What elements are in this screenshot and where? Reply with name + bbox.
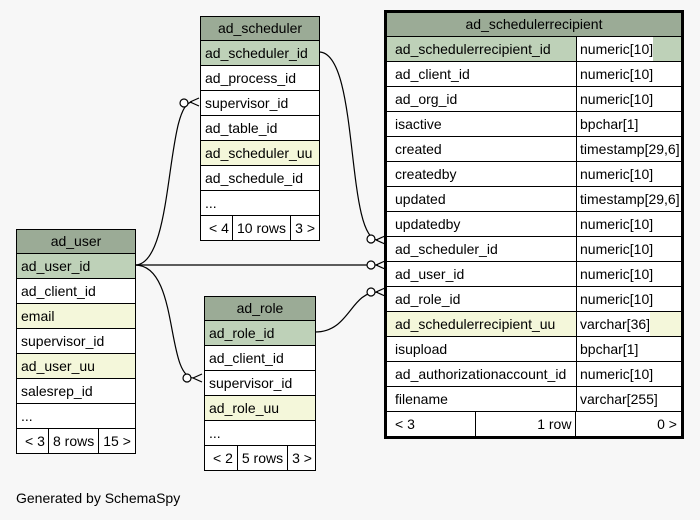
children-count[interactable]: 3 > — [295, 220, 315, 236]
column-row[interactable]: ad_client_id — [205, 346, 315, 371]
row-count: 1 row — [476, 412, 577, 436]
column-row[interactable]: supervisor_id — [205, 371, 315, 396]
column-row[interactable]: ad_user_uu — [17, 354, 135, 379]
table-footer: < 3 8 rows 15 > — [17, 429, 135, 453]
column-type: numeric[10] — [580, 216, 654, 232]
column-name: ad_schedulerrecipient_id — [391, 37, 577, 61]
column-row[interactable]: ad_schedule_id — [201, 166, 319, 191]
column-row[interactable]: ad_client_id — [17, 279, 135, 304]
generated-by-label: Generated by SchemaSpy — [16, 490, 181, 506]
column-row[interactable]: supervisor_id — [201, 91, 319, 116]
children-count[interactable]: 3 > — [292, 450, 312, 466]
column-type: timestamp[29,6] — [580, 141, 680, 157]
column-name: created — [391, 137, 577, 161]
column-row[interactable]: ad_table_id — [201, 116, 319, 141]
column-row[interactable]: salesrep_id — [17, 379, 135, 404]
table-ad-user[interactable]: ad_user ad_user_id ad_client_id email su… — [16, 229, 136, 454]
edge-scheduler — [318, 51, 379, 241]
column-name: createdby — [391, 162, 577, 186]
table-ad-role[interactable]: ad_role ad_role_id ad_client_id supervis… — [204, 296, 316, 471]
column-type: numeric[10] — [580, 241, 654, 257]
column-row[interactable]: ad_process_id — [201, 66, 319, 91]
table-title[interactable]: ad_schedulerrecipient — [387, 13, 681, 37]
column-row[interactable]: ad_role_uu — [205, 396, 315, 421]
column-type: bpchar[1] — [580, 116, 639, 132]
edge-scheduler-supervisor — [134, 101, 193, 266]
table-footer: < 3 1 row 0 > — [387, 412, 681, 436]
column-type: numeric[10] — [580, 366, 654, 382]
column-name: isactive — [391, 112, 577, 136]
column-type: varchar[36] — [577, 312, 651, 336]
column-row[interactable]: ad_scheduler_uu — [201, 141, 319, 166]
row-count: 8 rows — [49, 429, 100, 453]
column-name: isupload — [391, 337, 577, 361]
column-name: ad_role_id — [391, 287, 577, 311]
column-row[interactable]: ... — [17, 404, 135, 429]
column-name: ad_user_id — [391, 262, 577, 286]
column-row[interactable]: email — [17, 304, 135, 329]
edge-role — [314, 291, 379, 333]
parents-count[interactable]: < 4 — [205, 216, 233, 240]
column-type: numeric[10] — [580, 291, 654, 307]
edge-role-supervisor — [134, 264, 195, 379]
table-title[interactable]: ad_scheduler — [201, 17, 319, 41]
column-name: updated — [391, 187, 577, 211]
crow-feet — [189, 97, 386, 383]
column-type: numeric[10] — [580, 266, 654, 282]
column-name: updatedby — [391, 212, 577, 236]
table-title[interactable]: ad_user — [17, 230, 135, 254]
table-ad-scheduler[interactable]: ad_scheduler ad_scheduler_id ad_process_… — [200, 16, 320, 241]
column-row[interactable]: ad_role_id — [205, 321, 315, 346]
column-row[interactable]: supervisor_id — [17, 329, 135, 354]
column-type: numeric[10] — [580, 66, 654, 82]
table-footer: < 4 10 rows 3 > — [201, 216, 319, 240]
column-name: ad_schedulerrecipient_uu — [391, 312, 577, 336]
column-row[interactable]: ad_user_id — [17, 254, 135, 279]
column-name: ad_scheduler_id — [391, 237, 577, 261]
row-count: 5 rows — [238, 446, 289, 470]
children-count[interactable]: 0 > — [657, 416, 677, 432]
row-count: 10 rows — [233, 216, 292, 240]
children-count[interactable]: 15 > — [103, 433, 131, 449]
column-name: ad_client_id — [391, 62, 577, 86]
column-type: bpchar[1] — [580, 341, 639, 357]
table-footer: < 2 5 rows 3 > — [205, 446, 315, 470]
table-title[interactable]: ad_role — [205, 297, 315, 321]
column-type: numeric[10] — [580, 166, 654, 182]
column-row[interactable]: ad_scheduler_id — [201, 41, 319, 66]
parents-count[interactable]: < 3 — [21, 429, 49, 453]
column-type: numeric[10] — [580, 91, 654, 107]
parents-count[interactable]: < 3 — [391, 412, 476, 436]
column-type: timestamp[29,6] — [580, 191, 680, 207]
column-row[interactable]: ... — [201, 191, 319, 216]
column-name: ad_org_id — [391, 87, 577, 111]
column-name: filename — [391, 387, 577, 411]
edge-end-markers — [179, 98, 376, 383]
column-row[interactable]: ... — [205, 421, 315, 446]
column-type: numeric[10] — [577, 37, 654, 61]
column-type: varchar[255] — [580, 391, 658, 407]
parents-count[interactable]: < 2 — [209, 446, 238, 470]
column-name: ad_authorizationaccount_id — [391, 362, 577, 386]
table-ad-schedulerrecipient[interactable]: ad_schedulerrecipient ad_schedulerrecipi… — [384, 10, 684, 439]
